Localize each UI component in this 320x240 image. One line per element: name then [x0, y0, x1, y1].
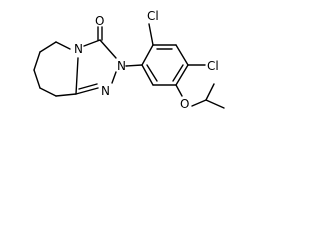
bond: [55, 93, 77, 97]
bond: [175, 84, 183, 97]
bond: [39, 87, 57, 97]
bond: [55, 41, 71, 50]
bond: [33, 69, 41, 89]
bond: [75, 57, 79, 95]
bond: [141, 64, 154, 86]
bond: [125, 64, 143, 67]
chlorine-label: Cl: [147, 9, 159, 23]
structure-drawing: O N N N Cl Cl O: [33, 9, 225, 111]
oxygen-label: O: [95, 14, 104, 28]
bond: [83, 39, 101, 47]
bond: [33, 51, 41, 71]
bond: [148, 23, 154, 46]
bond: [39, 41, 57, 53]
atom-labels: O N N N Cl Cl O: [74, 9, 219, 111]
chlorine-label: Cl: [207, 59, 219, 73]
nitrogen-label: N: [74, 42, 83, 56]
nitrogen-label: N: [101, 84, 110, 98]
bond-lines: [33, 23, 225, 109]
bond: [172, 64, 184, 82]
oxygen-label: O: [180, 97, 189, 111]
nitrogen-label: N: [117, 59, 126, 73]
bond: [99, 39, 117, 59]
bond: [175, 44, 189, 66]
bond: [111, 71, 117, 84]
bond: [205, 99, 225, 109]
bond: [78, 83, 98, 90]
bond: [141, 44, 154, 66]
bond: [205, 83, 215, 101]
bond: [75, 87, 99, 95]
bond: [191, 99, 207, 107]
bond: [146, 64, 158, 82]
bond: [175, 64, 189, 86]
